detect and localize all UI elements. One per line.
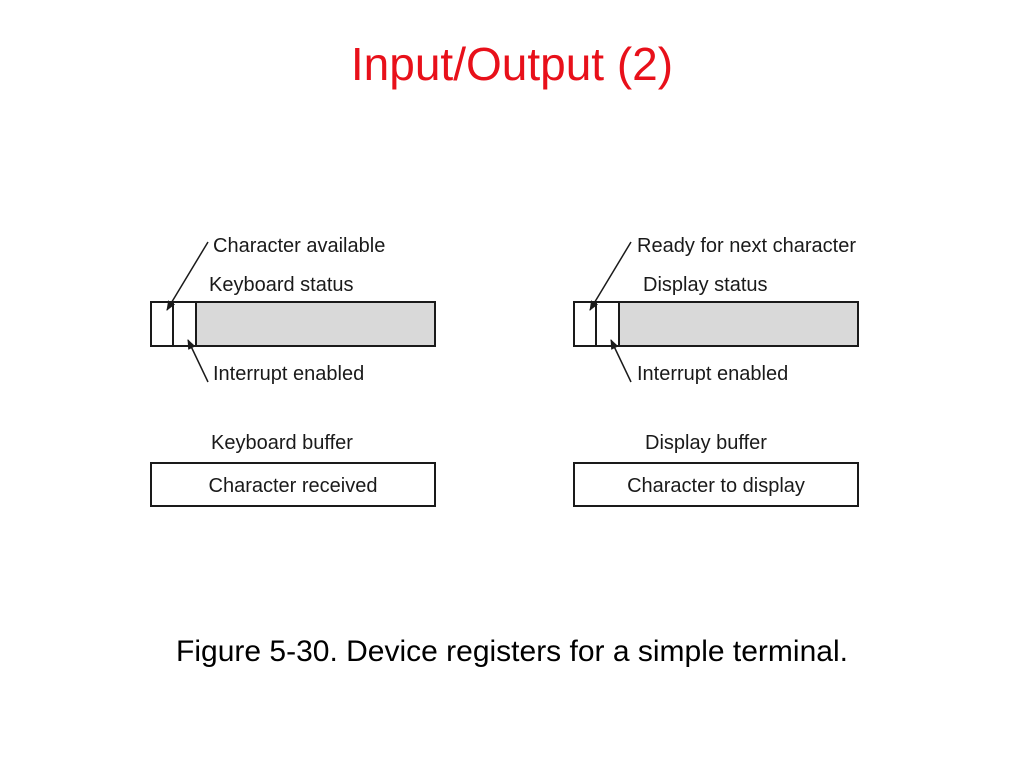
display-status-register — [573, 301, 859, 347]
display-ready-arrow — [589, 241, 632, 311]
keyboard-status-register — [150, 301, 436, 347]
keyboard-char-available-bit — [150, 301, 174, 347]
display-interrupt-label: Interrupt enabled — [637, 363, 788, 385]
display-interrupt-arrow — [610, 339, 632, 383]
display-status-register-body — [573, 301, 859, 347]
keyboard-buffer-register — [150, 462, 436, 507]
keyboard-char-available-arrow — [166, 241, 209, 311]
display-status-label: Display status — [643, 274, 768, 296]
keyboard-status-label: Keyboard status — [209, 274, 354, 296]
figure-caption: Figure 5-30. Device registers for a simp… — [176, 635, 848, 668]
display-buffer-register — [573, 462, 859, 507]
display-interrupt-enabled-bit — [595, 301, 620, 347]
keyboard-char-available-label: Character available — [213, 235, 385, 257]
keyboard-interrupt-arrow — [187, 339, 209, 383]
display-registers: Ready for next character Display status … — [573, 235, 859, 507]
display-ready-label: Ready for next character — [637, 235, 856, 257]
slide-title: Input/Output (2) — [350, 38, 674, 90]
keyboard-buffer-label: Keyboard buffer — [211, 432, 353, 454]
keyboard-interrupt-enabled-bit — [172, 301, 197, 347]
keyboard-buffer-content: Character received — [209, 475, 378, 497]
keyboard-interrupt-label: Interrupt enabled — [213, 363, 364, 385]
keyboard-registers: Character available Keyboard status Inte… — [150, 235, 436, 507]
keyboard-status-register-body — [150, 301, 436, 347]
display-ready-bit — [573, 301, 597, 347]
display-buffer-label: Display buffer — [645, 432, 767, 454]
display-buffer-content: Character to display — [627, 475, 805, 497]
